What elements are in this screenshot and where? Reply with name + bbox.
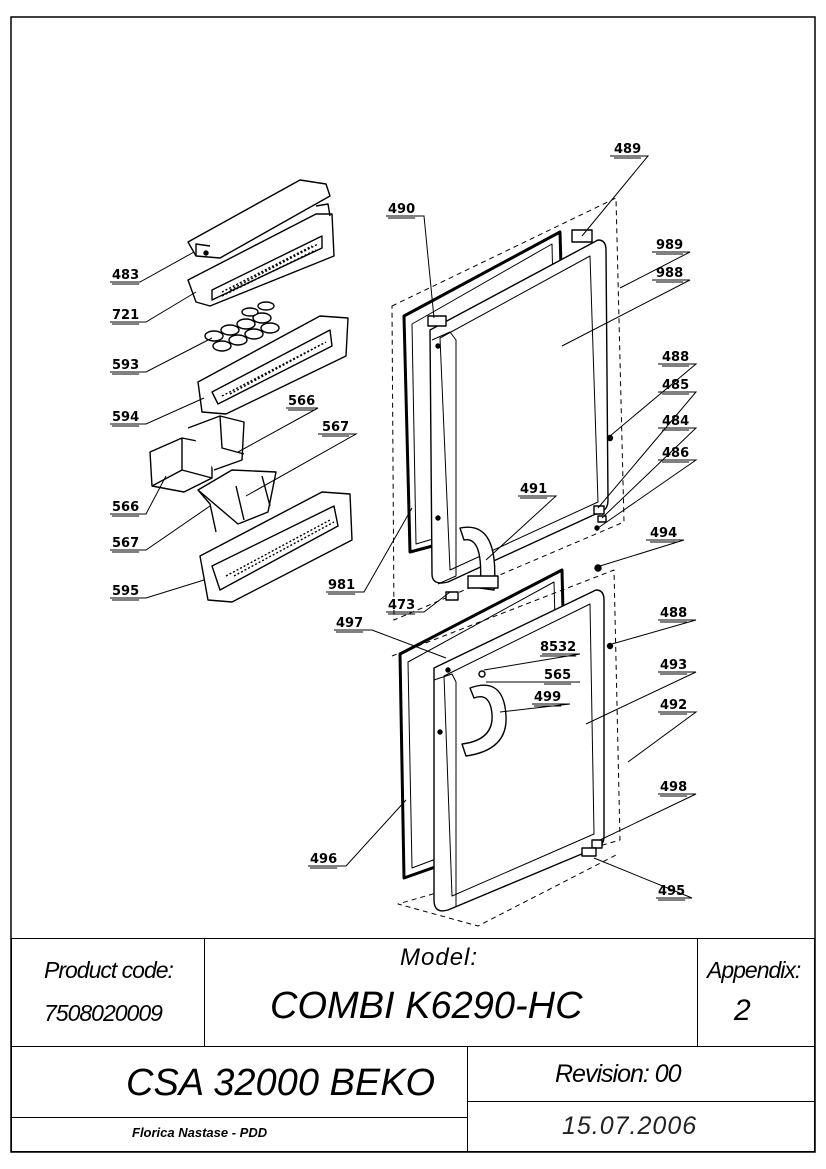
revision: Revision: 00 — [555, 1060, 682, 1088]
doc-title: CSA 32000 BEKO — [126, 1062, 436, 1104]
callout-labels: 483 721 593 594 566 567 566 567 595 490 … — [112, 142, 690, 901]
upper-dashed-outline — [391, 197, 625, 621]
model-value: COMBI K6290-HC — [270, 985, 583, 1027]
callout-486: 486 — [662, 446, 689, 461]
part-593-egg-tray — [204, 301, 280, 352]
callout-484: 484 — [662, 414, 689, 429]
callout-8532: 8532 — [540, 640, 576, 655]
callouts — [110, 155, 698, 899]
author: Florica Nastase - PDD — [132, 1125, 268, 1140]
callout-495: 495 — [658, 884, 685, 899]
part-566-box — [149, 415, 245, 493]
lower-door-assembly — [391, 568, 621, 927]
callout-567-bottom: 567 — [112, 536, 139, 551]
product-code-label: Product code: — [44, 957, 174, 983]
callout-492: 492 — [660, 698, 687, 713]
callout-989: 989 — [656, 238, 683, 253]
appendix-label: Appendix: — [707, 957, 801, 983]
callout-566-top: 566 — [288, 394, 315, 409]
appendix-value: 2 — [734, 994, 751, 1027]
drawing-frame — [10, 16, 816, 1153]
part-483-shelf-cover — [187, 179, 331, 259]
callout-473: 473 — [388, 598, 415, 613]
callout-483: 483 — [112, 268, 139, 283]
callout-494: 494 — [650, 526, 677, 541]
callout-721: 721 — [112, 308, 139, 323]
callout-485: 485 — [662, 378, 689, 393]
lower-door-panel-493 — [433, 589, 605, 912]
upper-handle-491 — [459, 526, 496, 591]
callout-565: 565 — [544, 668, 571, 683]
part-594-door-shelf — [197, 315, 349, 415]
lower-handle-499 — [461, 684, 507, 757]
upper-door-panel-988 — [429, 239, 609, 584]
callout-488-bottom: 488 — [660, 606, 687, 621]
part-721-shelf — [187, 203, 335, 307]
callout-499: 499 — [534, 690, 561, 705]
callout-490: 490 — [388, 202, 415, 217]
callout-497: 497 — [336, 616, 363, 631]
callout-488-top: 488 — [662, 350, 689, 365]
cell-product-code — [11, 938, 205, 1047]
callout-594: 594 — [112, 410, 139, 425]
model-label: Model: — [400, 944, 479, 971]
callout-566-bottom: 566 — [112, 500, 139, 515]
product-code-value: 7508020009 — [44, 1000, 163, 1026]
cell-date — [467, 1101, 815, 1152]
part-567-clip — [197, 469, 277, 533]
cell-appendix — [697, 938, 815, 1047]
part-595-bottle-shelf — [199, 491, 353, 603]
callout-498: 498 — [660, 780, 687, 795]
callout-491: 491 — [520, 482, 547, 497]
callout-593: 593 — [112, 358, 139, 373]
callout-988: 988 — [656, 266, 683, 281]
callout-493: 493 — [660, 658, 687, 673]
date: 15.07.2006 — [562, 1112, 698, 1140]
callout-595: 595 — [112, 584, 139, 599]
callout-981: 981 — [328, 578, 355, 593]
callout-489: 489 — [614, 142, 641, 157]
accessories-group — [149, 179, 353, 603]
upper-door-assembly — [391, 197, 625, 621]
callout-567-top: 567 — [322, 420, 349, 435]
callout-496: 496 — [310, 852, 337, 867]
